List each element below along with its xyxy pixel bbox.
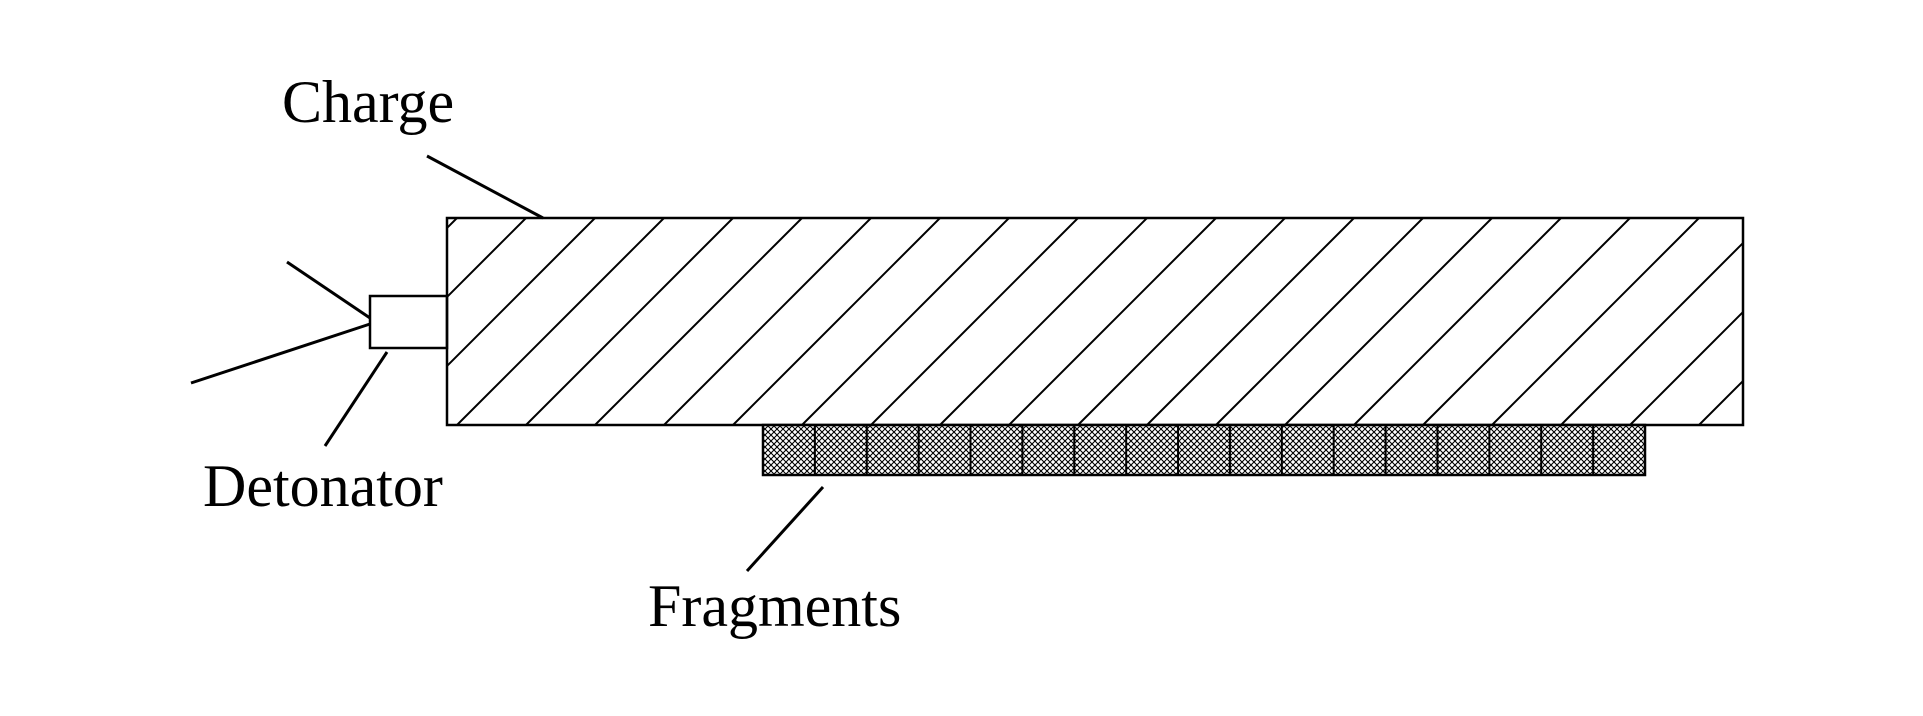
charge-hatch-line	[870, 218, 1079, 425]
detonator	[190, 260, 449, 385]
charge-hatch-line	[1353, 218, 1562, 425]
charge-hatch-pattern	[447, 218, 1923, 425]
detonator-body	[368, 294, 449, 350]
charge-hatch-line	[732, 218, 941, 425]
charge-hatch-line	[525, 218, 734, 425]
fragments-leader-line	[745, 485, 825, 573]
charge-hatch-line	[1146, 218, 1355, 425]
detonator-label: Detonator	[203, 453, 443, 519]
detonator-wire-upper	[286, 260, 371, 320]
charge-outline	[445, 216, 1745, 427]
charge-block	[445, 216, 1923, 427]
charge-hatch-line	[801, 218, 1010, 425]
charge-hatch-line	[447, 218, 596, 368]
charge-hatch-line	[1422, 218, 1631, 425]
fragments-label: Fragments	[648, 573, 901, 639]
charge-hatch-line	[456, 218, 665, 425]
fragments-layer	[761, 423, 1647, 477]
charge-hatch-line	[1698, 379, 1743, 425]
charge-hatch-line	[939, 218, 1148, 425]
detonator-leader-line	[323, 351, 389, 447]
charge-hatch-line	[1906, 218, 1923, 425]
charge-label: Charge	[282, 69, 454, 135]
fragment-dividers	[813, 425, 1595, 475]
charge-hatch-line	[447, 218, 527, 299]
charge-hatch-line	[1008, 218, 1217, 425]
charge-hatch-line	[1629, 310, 1743, 425]
charge-hatch-line	[447, 218, 458, 230]
charge-hatch-line	[663, 218, 872, 425]
charge-hatch-line	[1077, 218, 1286, 425]
charge-hatch-line	[1215, 218, 1424, 425]
charge-hatch-line	[1560, 241, 1743, 425]
charge-hatch-line	[1768, 218, 1923, 425]
detonator-wire-lower	[190, 322, 371, 385]
charge-hatch-line	[1491, 218, 1700, 425]
charge-hatch-line	[1284, 218, 1493, 425]
fragments-outline	[761, 423, 1647, 477]
charge-hatch-line	[1837, 218, 1923, 425]
fragments-fill	[763, 425, 1645, 475]
charge-hatch-line	[594, 218, 803, 425]
charge-leader-line	[426, 154, 544, 220]
